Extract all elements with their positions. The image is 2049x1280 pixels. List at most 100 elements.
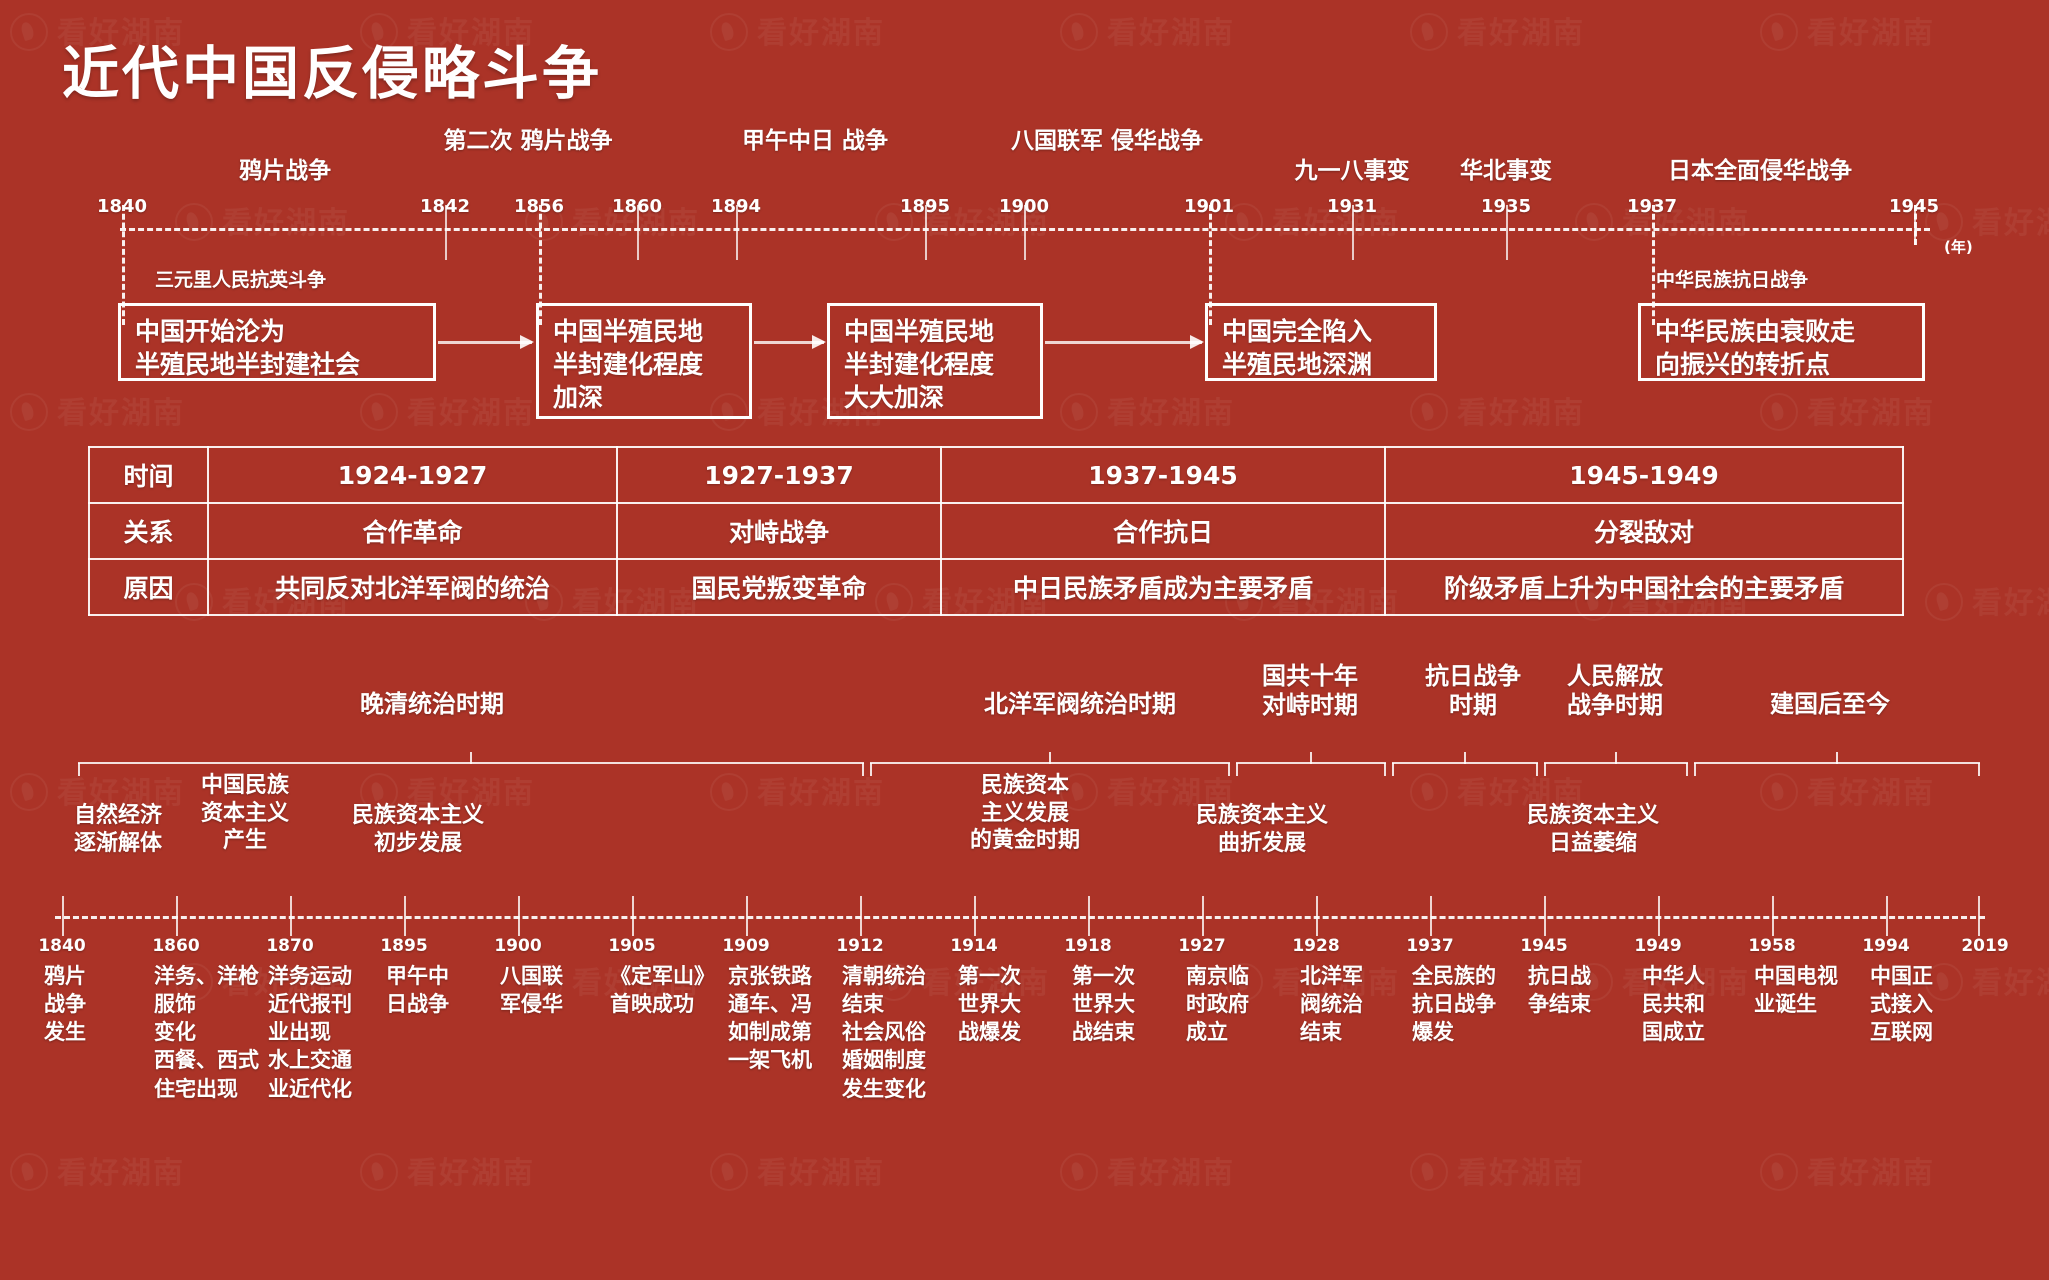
table-cell-relation: 分裂敌对	[1384, 502, 1904, 560]
top-timeline-event: 华北事变	[1460, 158, 1552, 184]
economy-phase-label: 民族资本主义 初步发展	[351, 803, 485, 856]
top-timeline-sublabel: 三元里人民抗英斗争	[155, 269, 327, 291]
top-timeline-event: 甲午中日 战争	[741, 128, 889, 154]
table-row-header: 原因	[88, 558, 209, 616]
period-brace	[1392, 752, 1538, 784]
bottom-timeline-year: 1909	[722, 936, 770, 956]
bottom-timeline-event: 中国电视 业诞生	[1754, 964, 1838, 1017]
table-cell-time: 1927-1937	[616, 446, 942, 504]
top-timeline-drop	[122, 205, 125, 325]
bottom-timeline-year: 1958	[1748, 936, 1796, 956]
economy-phase-label: 自然经济 逐渐解体	[73, 803, 163, 856]
period-label: 晚清统治时期	[360, 690, 504, 718]
bottom-timeline-event: 抗日战 争结束	[1528, 964, 1591, 1017]
top-timeline-event: 日本全面侵华战争	[1668, 158, 1852, 184]
bottom-timeline-event: 甲午中 日战争	[386, 964, 449, 1017]
page-title: 近代中国反侵略斗争	[62, 41, 602, 107]
table-cell-reason: 共同反对北洋军阀的统治	[207, 558, 618, 616]
bottom-timeline-year: 1928	[1292, 936, 1340, 956]
table-cell-reason: 阶级矛盾上升为中国社会的主要矛盾	[1384, 558, 1904, 616]
period-brace	[870, 752, 1230, 784]
outcome-box: 中国半殖民地 半封建化程度 加深	[536, 303, 752, 419]
table-cell-reason: 国民党叛变革命	[616, 558, 942, 616]
top-timeline: (年) 1840 1842 1856 1860 1894 1895 1900 1…	[0, 0, 2049, 460]
period-brace	[1694, 752, 1980, 784]
table-cell-time: 1945-1949	[1384, 446, 1904, 504]
bottom-timeline-year: 1918	[1064, 936, 1112, 956]
period-brace	[1236, 752, 1386, 784]
top-timeline-unit-label: (年)	[1944, 238, 1973, 256]
outcome-box: 中华民族由衰败走 向振兴的转折点	[1638, 303, 1925, 381]
bottom-timeline-event: 清朝统治 结束 社会风俗 婚姻制度 发生变化	[842, 964, 926, 1101]
outcome-box: 中国完全陷入 半殖民地深渊	[1205, 303, 1437, 381]
bottom-timeline-event: 南京临 时政府 成立	[1186, 964, 1249, 1045]
top-timeline-drop	[1652, 205, 1655, 325]
top-timeline-event: 鸦片战争	[239, 158, 331, 184]
bottom-timeline-tick	[1886, 896, 1888, 936]
bottom-timeline-year: 2019	[1961, 936, 2009, 956]
bottom-timeline-event: 第一次 世界大 战结束	[1072, 964, 1135, 1045]
table-row: 原因 共同反对北洋军阀的统治 国民党叛变革命 中日民族矛盾成为主要矛盾 阶级矛盾…	[88, 558, 1904, 616]
bottom-timeline-year: 1860	[152, 936, 200, 956]
bottom-timeline-year: 1945	[1520, 936, 1568, 956]
economy-phase-label: 民族资本主义 曲折发展	[1195, 803, 1329, 856]
top-timeline-tick	[1024, 205, 1026, 260]
bottom-timeline-event: 京张铁路 通车、冯 如制成第 一架飞机	[728, 964, 812, 1073]
bottom-timeline-tick	[404, 896, 406, 936]
bottom-timeline-tick	[518, 896, 520, 936]
bottom-timeline-tick	[632, 896, 634, 936]
table-row-header: 时间	[88, 446, 209, 504]
bottom-timeline-year: 1870	[266, 936, 314, 956]
top-timeline-event: 第二次 鸦片战争	[443, 128, 613, 154]
top-timeline-drop	[1914, 205, 1917, 245]
bottom-timeline-event: 北洋军 阀统治 结束	[1300, 964, 1363, 1045]
bottom-timeline-tick	[1316, 896, 1318, 936]
top-timeline-event: 八国联军 侵华战争	[1010, 128, 1204, 154]
table-row: 时间 1924-1927 1927-1937 1937-1945 1945-19…	[88, 446, 1904, 504]
bottom-timeline-year: 1949	[1634, 936, 1682, 956]
bottom-timeline-tick	[176, 896, 178, 936]
bottom-timeline-event: 第一次 世界大 战爆发	[958, 964, 1021, 1045]
bottom-timeline-tick	[1202, 896, 1204, 936]
economy-phase-label: 中国民族 资本主义 产生	[200, 773, 290, 853]
bottom-timeline-year: 1900	[494, 936, 542, 956]
bottom-timeline-year: 1840	[38, 936, 86, 956]
bottom-timeline-year: 1994	[1862, 936, 1910, 956]
bottom-timeline-axis	[55, 916, 1985, 919]
bottom-timeline-tick	[1430, 896, 1432, 936]
top-timeline-drop	[539, 205, 542, 325]
period-label: 建国后至今	[1770, 690, 1890, 718]
period-label: 抗日战争 时期	[1425, 662, 1521, 719]
period-brace	[78, 752, 864, 784]
bottom-timeline-event: 全民族的 抗日战争 爆发	[1412, 964, 1496, 1045]
bottom-timeline-event: 洋务运动 近代报刊 业出现 水上交通 业近代化	[268, 964, 352, 1101]
period-label: 北洋军阀统治时期	[984, 690, 1176, 718]
bottom-timeline-year: 1937	[1406, 936, 1454, 956]
bottom-timeline-year: 1927	[1178, 936, 1226, 956]
bottom-timeline-event: 中国正 式接入 互联网	[1870, 964, 1933, 1045]
table-row-header: 关系	[88, 502, 209, 560]
top-timeline-tick	[637, 205, 639, 260]
top-timeline-tick	[1506, 205, 1508, 260]
bottom-timeline-event: 《定军山》 首映成功	[610, 964, 715, 1017]
table-cell-relation: 合作抗日	[940, 502, 1386, 560]
bottom-timeline-tick	[746, 896, 748, 936]
table-row: 关系 合作革命 对峙战争 合作抗日 分裂敌对	[88, 502, 1904, 560]
flow-arrow	[1045, 335, 1204, 349]
top-timeline-tick	[445, 205, 447, 260]
period-brace	[1544, 752, 1688, 784]
top-timeline-event: 九一八事变	[1294, 158, 1410, 184]
flow-arrow	[438, 335, 534, 349]
economy-phase-label: 民族资本主义 日益萎缩	[1526, 803, 1660, 856]
bottom-timeline-tick	[1772, 896, 1774, 936]
period-label: 人民解放 战争时期	[1567, 662, 1663, 719]
outcome-box: 中国半殖民地 半封建化程度 大大加深	[827, 303, 1043, 419]
outcome-box: 中国开始沦为 半殖民地半封建社会	[118, 303, 436, 381]
bottom-timeline-event: 鸦片 战争 发生	[44, 964, 86, 1045]
bottom-timeline-tick	[290, 896, 292, 936]
top-timeline-tick	[1352, 205, 1354, 260]
table-cell-time: 1924-1927	[207, 446, 618, 504]
bottom-timeline-tick	[1658, 896, 1660, 936]
bottom-timeline-tick	[860, 896, 862, 936]
economy-phase-label: 民族资本 主义发展 的黄金时期	[969, 773, 1081, 853]
